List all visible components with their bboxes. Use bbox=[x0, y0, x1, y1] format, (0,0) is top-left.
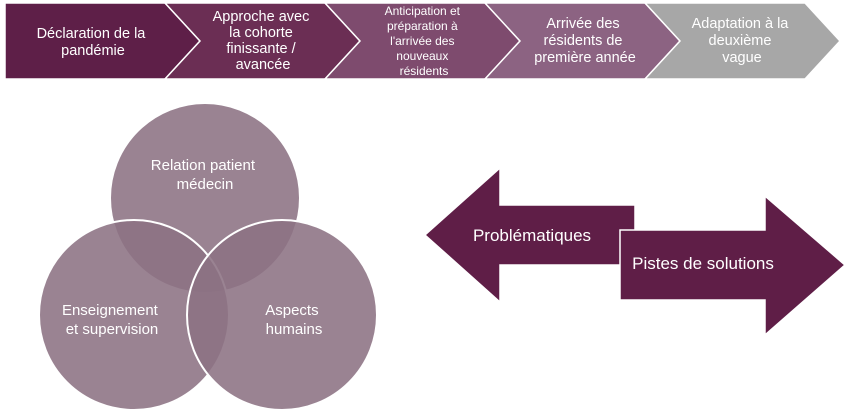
timeline-step-3-label: Anticipation et préparation à l'arrivée … bbox=[385, 4, 464, 78]
timeline-step-3: Anticipation et préparation à l'arrivée … bbox=[323, 2, 522, 80]
timeline-step-4: Arrivée des résidents de première année bbox=[483, 2, 682, 80]
timeline-step-2-label: Approche avec la cohorte finissante / av… bbox=[213, 9, 314, 73]
venn-top-label: Relation patient médecin bbox=[151, 157, 259, 193]
venn-circle-right bbox=[186, 219, 378, 411]
timeline-step-5: Adaptation à la deuxième vague bbox=[643, 2, 842, 80]
timeline: Déclaration de la pandémie Approche avec… bbox=[4, 2, 842, 80]
left-arrow bbox=[423, 166, 636, 304]
venn-left-label: Enseignement et supervision bbox=[62, 302, 162, 338]
arrows: Problématiques Pistes de solutions bbox=[423, 166, 847, 337]
venn-diagram: Relation patient médecin Enseignement et… bbox=[38, 102, 378, 411]
timeline-step-5-label: Adaptation à la deuxième vague bbox=[692, 16, 793, 66]
right-arrow-label: Pistes de solutions bbox=[632, 254, 774, 273]
left-arrow-label: Problématiques bbox=[473, 226, 591, 245]
timeline-step-1: Déclaration de la pandémie bbox=[4, 2, 202, 80]
timeline-step-4-label: Arrivée des résidents de première année bbox=[534, 16, 636, 66]
timeline-step-1-label: Déclaration de la pandémie bbox=[37, 26, 150, 59]
venn-right-label: Aspects humains bbox=[265, 302, 323, 338]
right-arrow bbox=[619, 194, 847, 337]
